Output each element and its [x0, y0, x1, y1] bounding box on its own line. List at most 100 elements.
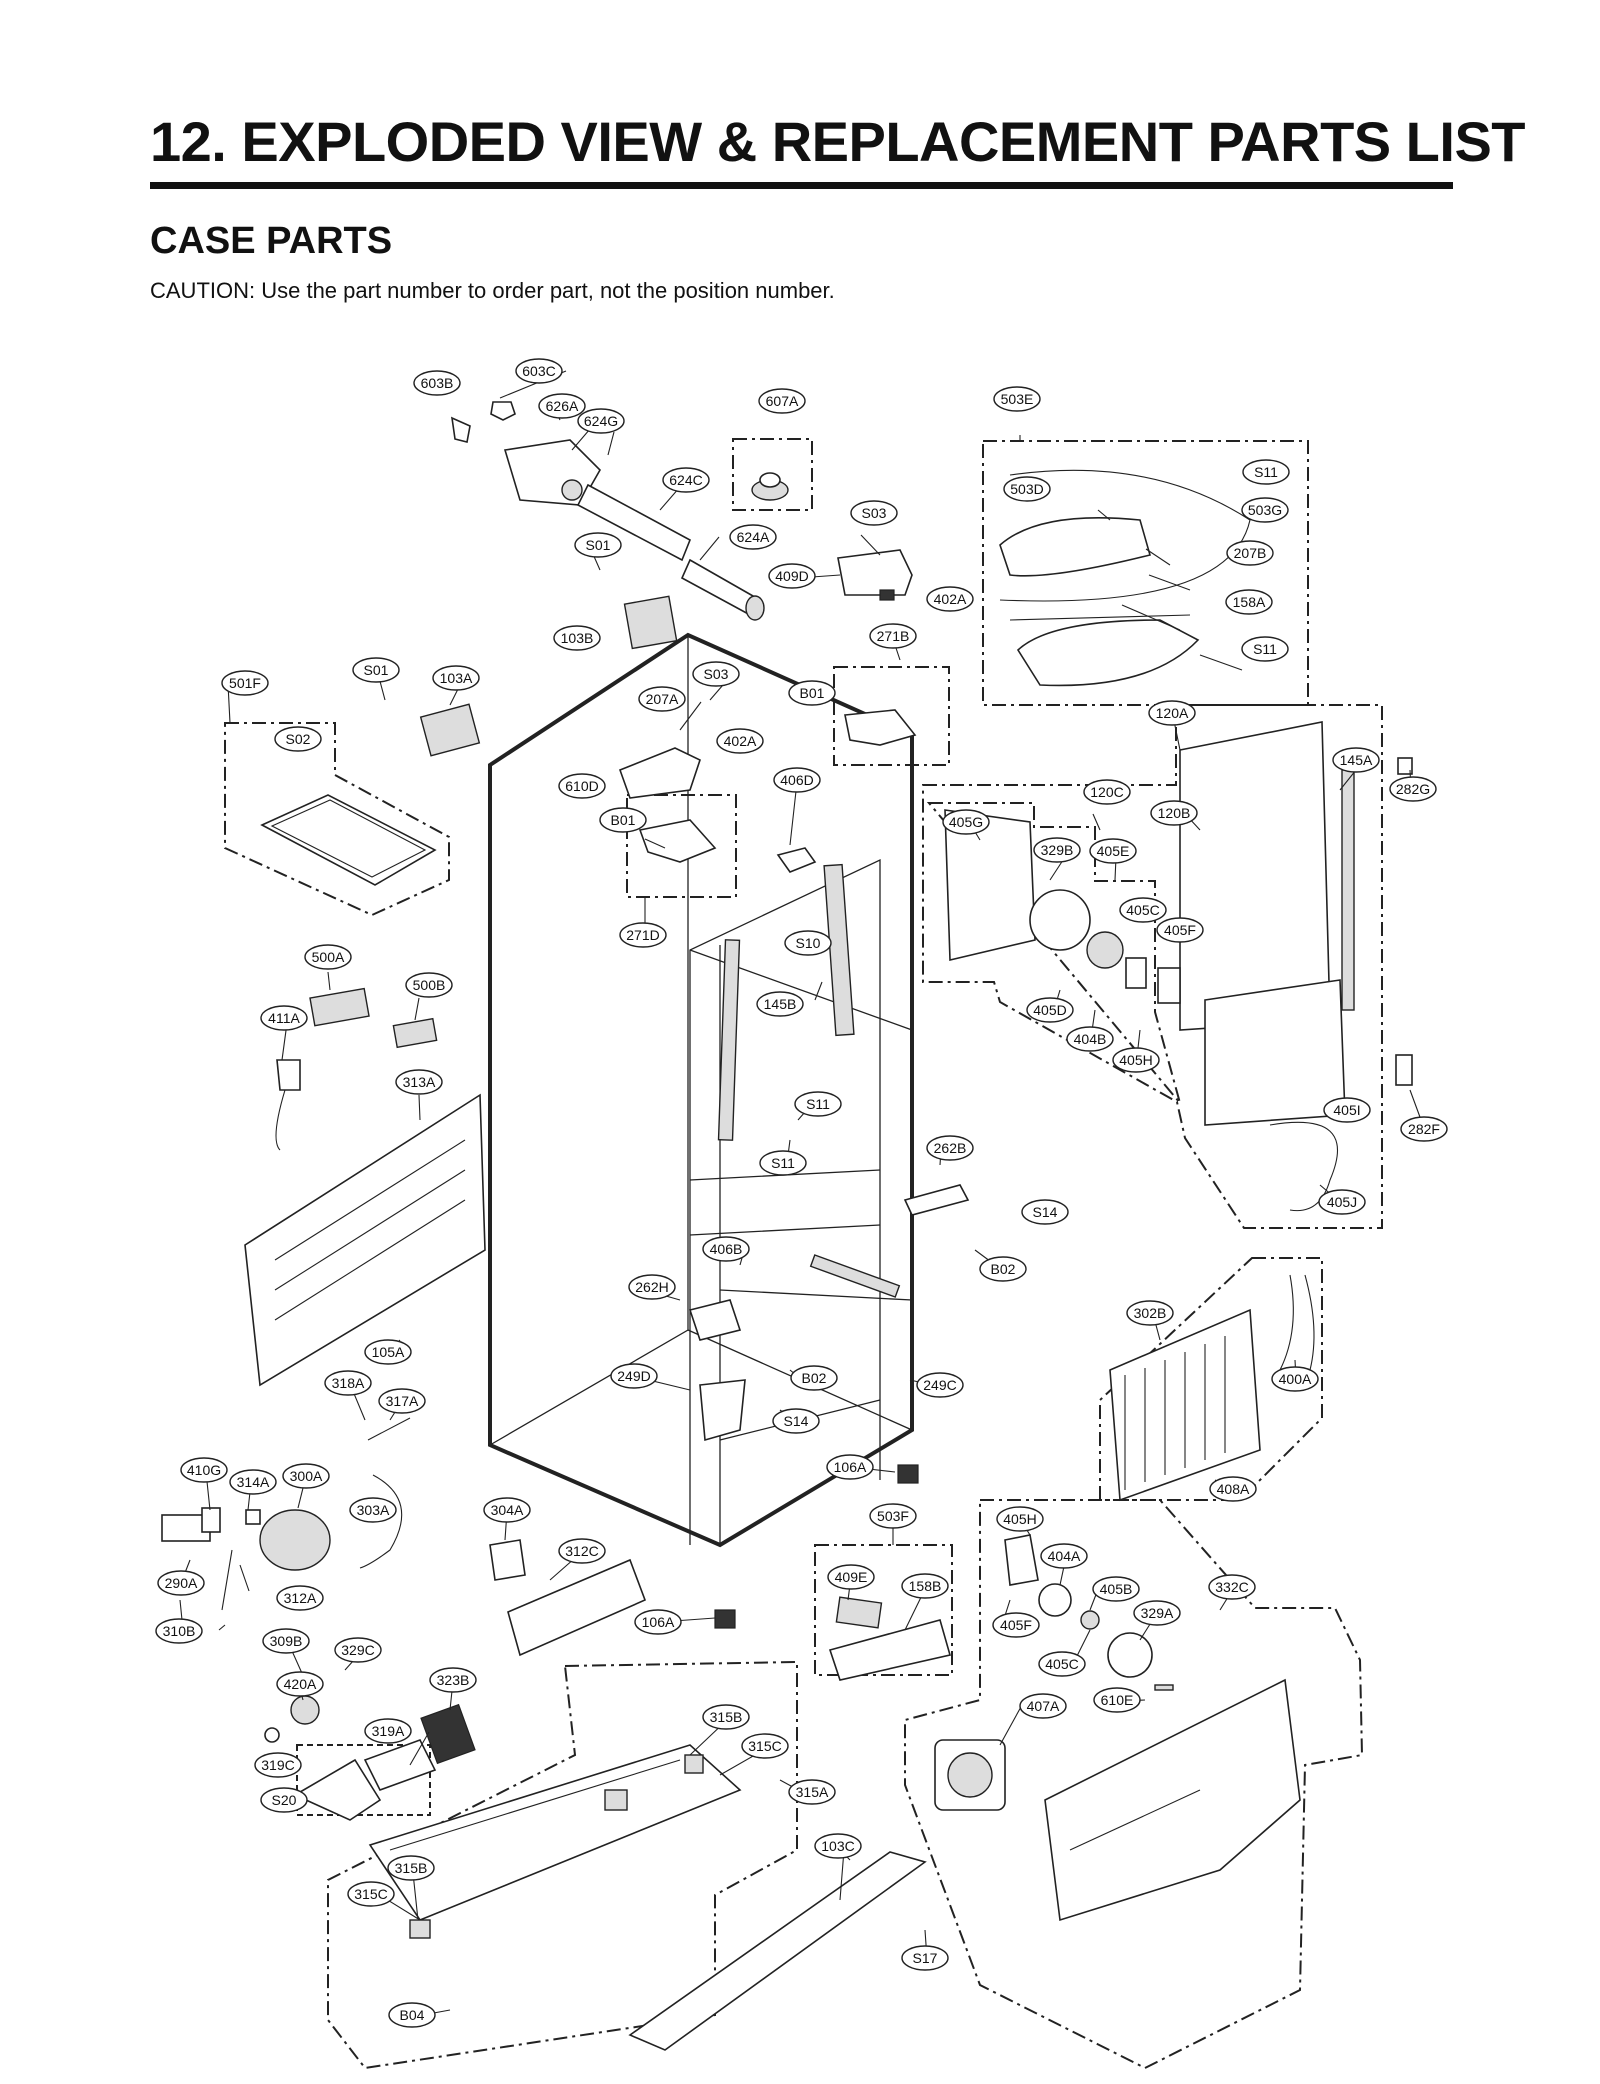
callout-bubble [610, 1363, 658, 1389]
callout-405c: 405C [1119, 897, 1167, 923]
callout-bubble [1241, 636, 1289, 662]
callout-501f: 501F [221, 670, 269, 696]
callout-label: 105A [372, 1344, 405, 1360]
callout-bubble [741, 1733, 789, 1759]
callout-s01: S01 [352, 657, 400, 683]
callout-404b: 404B [1066, 1026, 1114, 1052]
callout-bubble [155, 1618, 203, 1644]
callout-303a: 303A [349, 1497, 397, 1523]
callout-label: S11 [1253, 641, 1277, 657]
callout-bubble [916, 1372, 964, 1398]
callout-label: S17 [913, 1950, 938, 1966]
callout-s03: S03 [692, 661, 740, 687]
callout-label: 103A [440, 670, 473, 686]
callout-bubble [1318, 1189, 1366, 1215]
callout-label: 249D [617, 1368, 650, 1384]
callout-label: 312A [284, 1590, 317, 1606]
callout-bubble [827, 1564, 875, 1590]
callout-bubble [388, 2002, 436, 2028]
callout-label: 120B [1158, 805, 1191, 821]
callout-label: 262B [934, 1140, 967, 1156]
callout-bubble [662, 467, 710, 493]
callout-329b: 329B [1033, 837, 1081, 863]
callout-bubble [716, 728, 764, 754]
callout-315b: 315B [387, 1855, 435, 1881]
callout-bubble [229, 1469, 277, 1495]
callout-label: 315B [710, 1709, 743, 1725]
callout-bubble [756, 991, 804, 1017]
callout-290a: 290A [157, 1570, 205, 1596]
callout-bubble [180, 1457, 228, 1483]
callout-bubble [1209, 1476, 1257, 1502]
callout-405h: 405H [996, 1506, 1044, 1532]
callout-label: 405C [1045, 1656, 1078, 1672]
callout-label: 315C [748, 1738, 781, 1754]
callout-404a: 404A [1040, 1543, 1088, 1569]
callout-label: S03 [862, 505, 887, 521]
callout-302b: 302B [1126, 1300, 1174, 1326]
callout-bubble [599, 807, 647, 833]
callout-label: S11 [806, 1096, 830, 1112]
callout-400a: 400A [1271, 1366, 1319, 1392]
callout-500b: 500B [405, 972, 453, 998]
callout-262b: 262B [926, 1135, 974, 1161]
callout-bubble [758, 388, 806, 414]
callout-bubble [260, 1787, 308, 1813]
callout-158a: 158A [1225, 589, 1273, 615]
callout-249d: 249D [610, 1363, 658, 1389]
callout-bubble [304, 944, 352, 970]
callout-s11: S11 [1242, 459, 1290, 485]
callout-bubble [553, 625, 601, 651]
callout-120a: 120A [1148, 700, 1196, 726]
callout-315c: 315C [347, 1881, 395, 1907]
callout-319a: 319A [364, 1718, 412, 1744]
callout-bubble [334, 1637, 382, 1663]
callout-label: 282F [1408, 1121, 1440, 1137]
callout-bubble [1033, 837, 1081, 863]
callout-label: 405G [949, 814, 983, 830]
callout-bubble [759, 1150, 807, 1176]
callout-bubble [788, 680, 836, 706]
callout-label: 302B [1134, 1305, 1167, 1321]
callout-s14: S14 [1021, 1199, 1069, 1225]
callout-label: 310B [163, 1623, 196, 1639]
callout-label: S14 [784, 1413, 809, 1429]
callout-409d: 409D [768, 563, 816, 589]
callout-bubble [1093, 1687, 1141, 1713]
callout-bubble [826, 1454, 874, 1480]
callout-label: 318A [332, 1375, 365, 1391]
callout-label: 626A [546, 398, 579, 414]
callout-s10: S10 [784, 930, 832, 956]
callout-label: S11 [1254, 464, 1278, 480]
callout-406d: 406D [773, 767, 821, 793]
callout-label: B01 [611, 812, 636, 828]
callout-313a: 313A [395, 1069, 443, 1095]
callout-label: 405D [1033, 1002, 1066, 1018]
callout-label: 409E [835, 1569, 868, 1585]
callout-label: S02 [286, 731, 311, 747]
callout-bubble [262, 1628, 310, 1654]
callout-s02: S02 [274, 726, 322, 752]
callout-label: 319C [261, 1757, 294, 1773]
callout-label: 408A [1217, 1481, 1250, 1497]
callout-label: 610E [1101, 1692, 1134, 1708]
callout-420a: 420A [276, 1671, 324, 1697]
callout-s03: S03 [850, 500, 898, 526]
callout-bubble [1225, 589, 1273, 615]
callout-bubble [1092, 1576, 1140, 1602]
callout-label: 500B [413, 977, 446, 993]
callout-label: S20 [272, 1792, 297, 1808]
callout-label: B04 [400, 2007, 425, 2023]
callout-315b: 315B [702, 1704, 750, 1730]
callout-bubble [729, 524, 777, 550]
callout-label: 406D [780, 772, 813, 788]
callout-bubble [378, 1388, 426, 1414]
callout-bubble [352, 657, 400, 683]
callout-label: 405C [1126, 902, 1159, 918]
callout-bubble [814, 1833, 862, 1859]
callout-bubble [282, 1463, 330, 1489]
callout-bubble [157, 1570, 205, 1596]
callout-329a: 329A [1133, 1600, 1181, 1626]
